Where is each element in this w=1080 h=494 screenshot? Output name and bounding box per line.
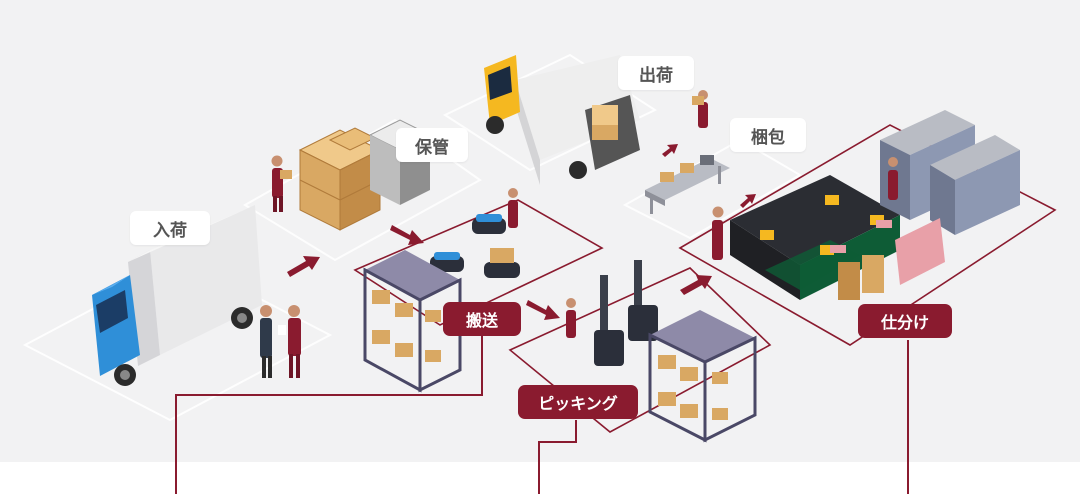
sorting-zone bbox=[678, 124, 1057, 346]
sorting-machine bbox=[712, 175, 900, 300]
transport-agvs bbox=[430, 188, 520, 278]
stage-label-receiving: 入荷 bbox=[130, 211, 210, 245]
flow-arrow-3 bbox=[526, 300, 560, 320]
picking-connector bbox=[538, 420, 577, 494]
packing-conveyor bbox=[645, 155, 730, 214]
receiving-workers bbox=[260, 305, 301, 378]
stage-label-shipping: 出荷 bbox=[618, 56, 694, 90]
sorting-racks bbox=[880, 110, 1020, 285]
stage-label-storage: 保管 bbox=[396, 128, 468, 162]
shipping-worker bbox=[692, 90, 708, 128]
storage-crates bbox=[298, 127, 382, 231]
storage-worker bbox=[271, 155, 292, 212]
shipping-truck bbox=[484, 55, 640, 185]
flow-arrow-6 bbox=[662, 144, 678, 157]
process-label-sorting: 仕分け bbox=[858, 304, 952, 338]
transport-shelving bbox=[363, 250, 462, 393]
transport-connector bbox=[175, 335, 483, 494]
flow-arrow-1 bbox=[287, 256, 320, 277]
stage-label-packing: 梱包 bbox=[730, 118, 806, 152]
process-label-picking: ピッキング bbox=[518, 385, 638, 419]
process-label-transport: 搬送 bbox=[443, 302, 521, 336]
picking-shelving bbox=[648, 310, 757, 443]
flow-arrow-5 bbox=[740, 194, 756, 208]
picking-robots bbox=[566, 260, 658, 366]
shipping-floor bbox=[442, 53, 658, 172]
flow-arrow-2 bbox=[390, 225, 424, 245]
flow-arrow-4 bbox=[680, 275, 712, 295]
